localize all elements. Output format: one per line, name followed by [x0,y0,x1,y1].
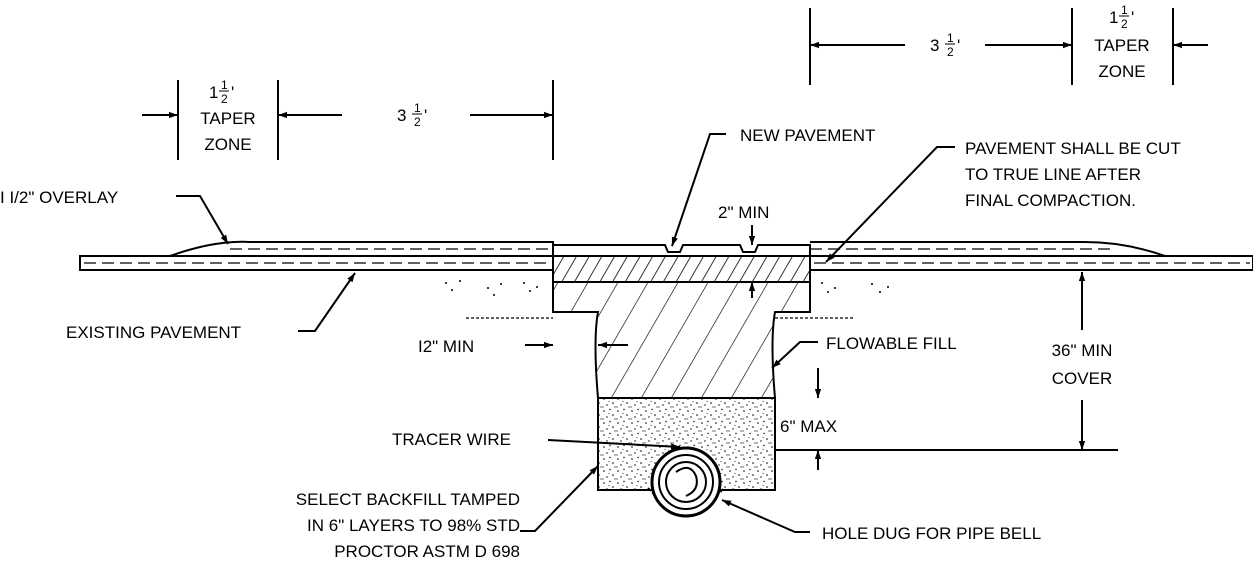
left-taper-word2: ZONE [204,135,251,154]
subgrade-dots [445,280,889,296]
left-taper-half-num: 1 [221,78,228,92]
leader-backfill [520,465,599,532]
new-pavement-label: NEW PAVEMENT [740,126,875,145]
flowable-fill-label: FLOWABLE FILL [826,334,957,353]
tracer-wire-label: TRACER WIRE [392,430,511,449]
cut-note-line-2: TO TRUE LINE AFTER [965,165,1141,184]
left-dim-half-den: 2 [414,115,421,129]
right-taper-prime: ' [1131,8,1134,27]
cut-note-line-1: PAVEMENT SHALL BE CUT [965,139,1181,158]
twelve-min-label: I2" MIN [418,337,474,356]
right-dim-half-den: 2 [947,45,954,59]
leader-new-pavement [671,133,726,247]
backfill-label-1: SELECT BACKFILL TAMPED [296,490,520,509]
overlay-right [810,241,1166,257]
right-dim-three: 3 [930,36,939,55]
backfill-label-2: IN 6" LAYERS TO 98% STD [307,516,520,535]
leader-flowable [771,341,818,369]
left-taper-prime: ' [231,83,234,102]
existing-pavement-label: EXISTING PAVEMENT [66,323,241,342]
left-dim-three: 3 [397,106,406,125]
left-taper-one: 1 [209,83,218,102]
two-min-label: 2" MIN [718,203,769,222]
left-dim-prime: ' [424,106,427,125]
right-taper-half-den: 2 [1121,17,1128,31]
select-backfill [597,397,776,491]
right-taper-one: 1 [1109,8,1118,27]
right-dim-prime: ' [957,36,960,55]
leader-overlay [176,195,229,245]
right-taper-word1: TAPER [1094,36,1149,55]
backfill-label-3: PROCTOR ASTM D 698 [334,542,520,561]
hole-dug-label: HOLE DUG FOR PIPE BELL [822,524,1041,543]
new-pavement-patch [552,255,811,283]
six-max-label: 6" MAX [780,417,837,436]
left-taper-word1: TAPER [200,109,255,128]
pipe-tracer [675,466,698,497]
right-taper-word2: ZONE [1098,62,1145,81]
new-pavement-top [552,244,811,256]
cut-note-line-3: FINAL COMPACTION. [965,191,1136,210]
right-taper-half-num: 1 [1121,3,1128,17]
overlay-left [169,240,554,257]
leader-tracer [547,439,681,450]
left-taper-half-den: 2 [221,92,228,106]
leader-hole [721,499,810,533]
overlay-label: I I/2" OVERLAY [0,188,118,207]
cover-label-1: 36" MIN [1052,341,1113,360]
cover-label-2: COVER [1052,369,1112,388]
right-dim-half-num: 1 [947,31,954,45]
leader-existing [298,272,356,332]
flowable-fill [552,281,811,399]
left-dim-half-num: 1 [414,101,421,115]
leader-cut [825,146,955,263]
